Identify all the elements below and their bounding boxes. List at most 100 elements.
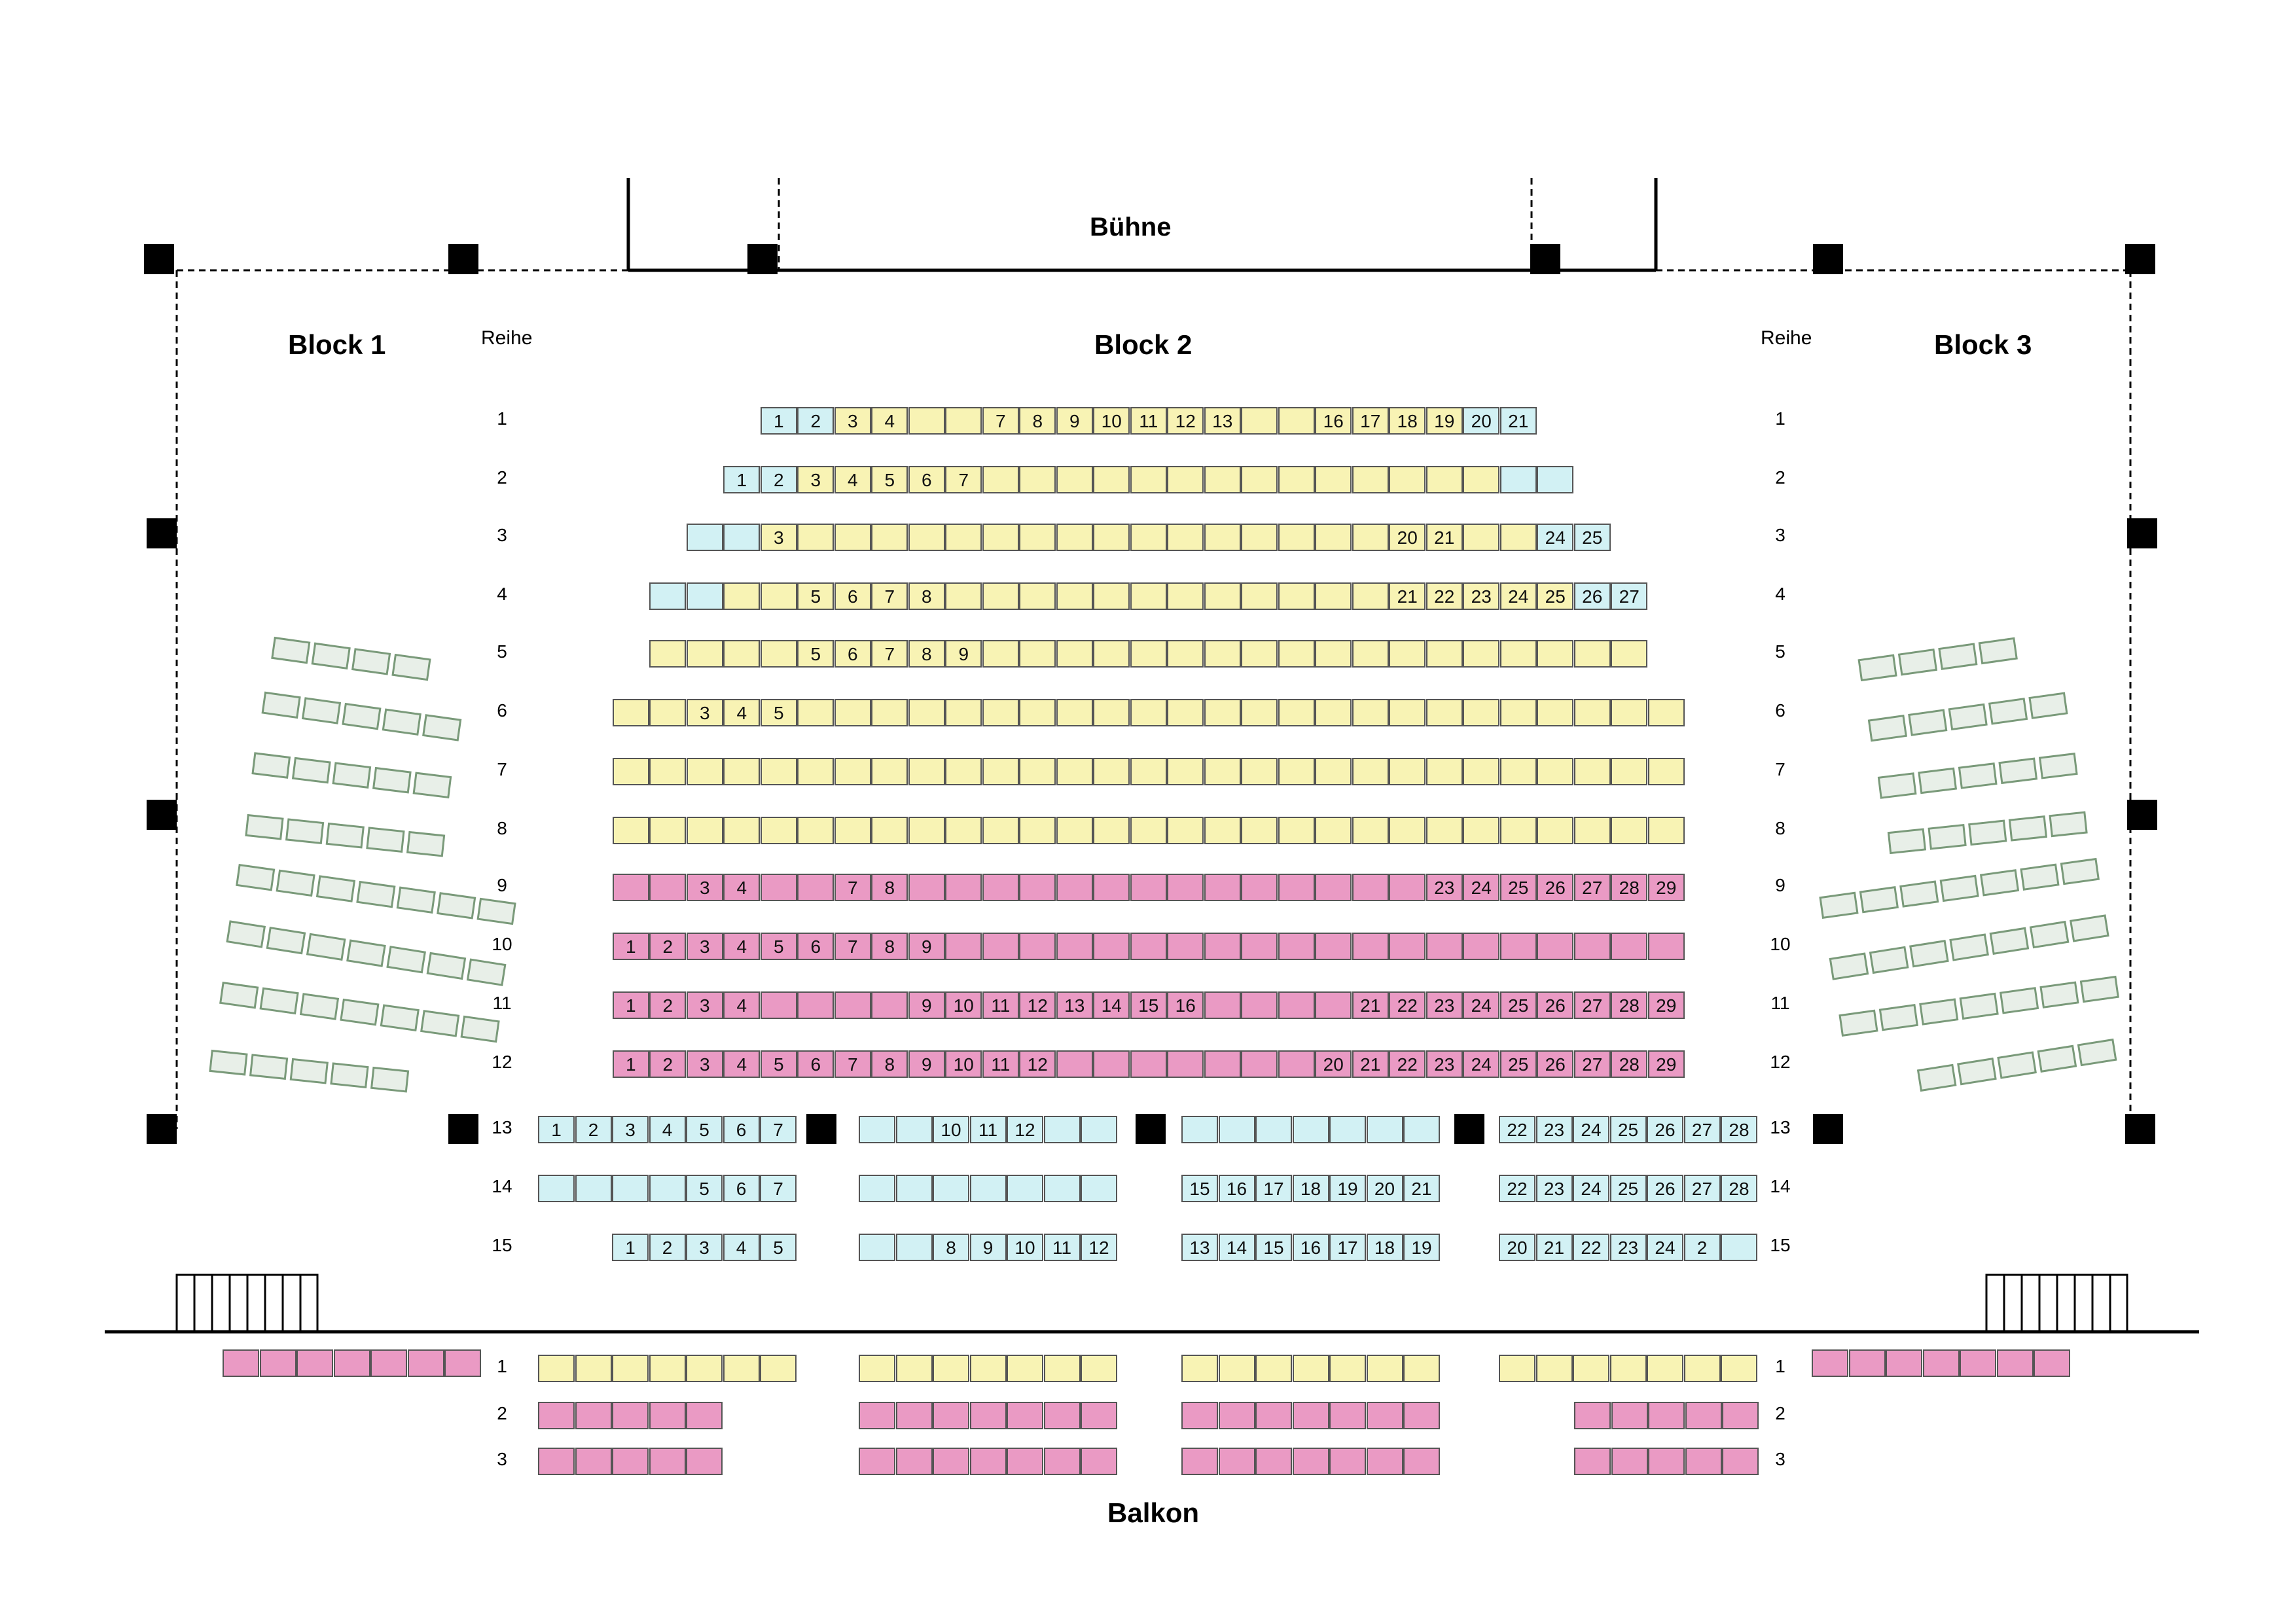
seat[interactable] bbox=[301, 697, 342, 724]
seat[interactable] bbox=[259, 1349, 296, 1377]
seat[interactable]: 4 bbox=[723, 874, 761, 901]
seat[interactable] bbox=[649, 1448, 686, 1475]
seat[interactable]: 13 bbox=[1056, 991, 1093, 1019]
seat[interactable] bbox=[1204, 758, 1241, 785]
seat[interactable]: 3 bbox=[834, 407, 871, 435]
seat[interactable] bbox=[649, 817, 687, 844]
seat[interactable]: 13 bbox=[1181, 1234, 1218, 1261]
seat[interactable] bbox=[1204, 817, 1241, 844]
seat[interactable] bbox=[1463, 817, 1500, 844]
seat[interactable] bbox=[1537, 817, 1574, 844]
seat[interactable]: 21 bbox=[1499, 407, 1537, 435]
seat[interactable] bbox=[1352, 699, 1389, 726]
seat[interactable] bbox=[1241, 582, 1278, 610]
seat[interactable]: 24 bbox=[1463, 874, 1500, 901]
seat[interactable] bbox=[1130, 699, 1167, 726]
seat[interactable] bbox=[1007, 1175, 1043, 1202]
seat[interactable] bbox=[261, 691, 301, 719]
seat[interactable] bbox=[437, 892, 476, 919]
seat[interactable] bbox=[370, 1066, 410, 1093]
seat[interactable]: 7 bbox=[982, 407, 1019, 435]
seat[interactable]: 10 bbox=[1093, 407, 1130, 435]
seat[interactable]: 25 bbox=[1499, 991, 1537, 1019]
seat[interactable] bbox=[1996, 1349, 2034, 1377]
seat[interactable] bbox=[969, 1402, 1007, 1429]
seat[interactable] bbox=[1535, 1355, 1573, 1382]
seat[interactable]: 24 bbox=[1499, 582, 1537, 610]
seat[interactable] bbox=[236, 863, 276, 891]
seat[interactable]: 29 bbox=[1647, 874, 1685, 901]
seat[interactable] bbox=[1389, 699, 1426, 726]
seat[interactable] bbox=[1167, 933, 1204, 960]
seat[interactable] bbox=[1499, 817, 1537, 844]
seat[interactable] bbox=[538, 1175, 575, 1202]
seat[interactable]: 25 bbox=[1573, 524, 1611, 551]
seat[interactable]: 17 bbox=[1352, 407, 1389, 435]
seat[interactable]: 9 bbox=[908, 933, 945, 960]
seat[interactable] bbox=[1181, 1448, 1218, 1475]
seat[interactable] bbox=[982, 758, 1019, 785]
seat[interactable] bbox=[1499, 758, 1537, 785]
seat[interactable] bbox=[1315, 582, 1352, 610]
seat[interactable]: 7 bbox=[834, 874, 871, 901]
seat[interactable] bbox=[382, 708, 422, 736]
seat[interactable] bbox=[1056, 933, 1093, 960]
seat[interactable]: 4 bbox=[723, 991, 761, 1019]
seat[interactable] bbox=[1366, 1355, 1403, 1382]
seat[interactable] bbox=[1426, 758, 1463, 785]
seat[interactable] bbox=[871, 524, 908, 551]
seat[interactable] bbox=[1867, 714, 1907, 742]
seat[interactable] bbox=[982, 582, 1019, 610]
seat[interactable] bbox=[1019, 699, 1056, 726]
seat[interactable] bbox=[1278, 991, 1315, 1019]
seat[interactable] bbox=[1093, 817, 1130, 844]
seat[interactable] bbox=[538, 1448, 575, 1475]
seat[interactable] bbox=[1499, 1355, 1535, 1382]
seat[interactable] bbox=[1916, 1063, 1957, 1092]
seat[interactable]: 5 bbox=[797, 582, 834, 610]
seat[interactable] bbox=[1611, 817, 1648, 844]
seat[interactable] bbox=[1278, 466, 1315, 493]
seat[interactable] bbox=[1292, 1448, 1329, 1475]
seat[interactable] bbox=[723, 582, 761, 610]
seat[interactable] bbox=[1611, 933, 1648, 960]
seat[interactable] bbox=[1315, 524, 1352, 551]
seat[interactable] bbox=[1573, 699, 1611, 726]
seat[interactable] bbox=[1366, 1448, 1403, 1475]
seat[interactable]: 29 bbox=[1647, 1050, 1685, 1078]
seat[interactable] bbox=[1819, 891, 1859, 919]
seat[interactable]: 15 bbox=[1130, 991, 1167, 1019]
seat[interactable]: 1 bbox=[760, 407, 797, 435]
seat[interactable] bbox=[1315, 466, 1352, 493]
seat[interactable] bbox=[299, 993, 340, 1020]
seat[interactable] bbox=[760, 874, 797, 901]
seat[interactable] bbox=[1573, 817, 1611, 844]
seat[interactable] bbox=[306, 933, 346, 961]
seat[interactable] bbox=[945, 874, 982, 901]
seat[interactable] bbox=[412, 772, 452, 799]
seat[interactable] bbox=[444, 1349, 481, 1377]
seat[interactable] bbox=[1255, 1355, 1292, 1382]
seat[interactable] bbox=[333, 1349, 370, 1377]
seat[interactable]: 4 bbox=[723, 699, 761, 726]
seat[interactable]: 6 bbox=[908, 466, 945, 493]
seat[interactable] bbox=[1278, 640, 1315, 668]
seat[interactable]: 3 bbox=[686, 1234, 723, 1261]
seat[interactable] bbox=[1968, 819, 2007, 846]
seat[interactable] bbox=[1958, 762, 1998, 789]
seat[interactable] bbox=[1499, 933, 1537, 960]
seat[interactable]: 7 bbox=[760, 1175, 797, 1202]
seat[interactable]: 27 bbox=[1611, 582, 1648, 610]
seat[interactable] bbox=[422, 714, 462, 741]
seat[interactable]: 12 bbox=[1081, 1234, 1117, 1261]
seat[interactable] bbox=[871, 817, 908, 844]
seat[interactable] bbox=[1093, 1050, 1130, 1078]
seat[interactable]: 4 bbox=[723, 933, 761, 960]
seat[interactable] bbox=[370, 1349, 407, 1377]
seat[interactable] bbox=[686, 1448, 723, 1475]
seat[interactable] bbox=[1019, 524, 1056, 551]
seat[interactable] bbox=[686, 640, 723, 668]
seat[interactable]: 27 bbox=[1573, 1050, 1611, 1078]
seat[interactable]: 3 bbox=[686, 933, 723, 960]
seat[interactable]: 22 bbox=[1389, 1050, 1426, 1078]
